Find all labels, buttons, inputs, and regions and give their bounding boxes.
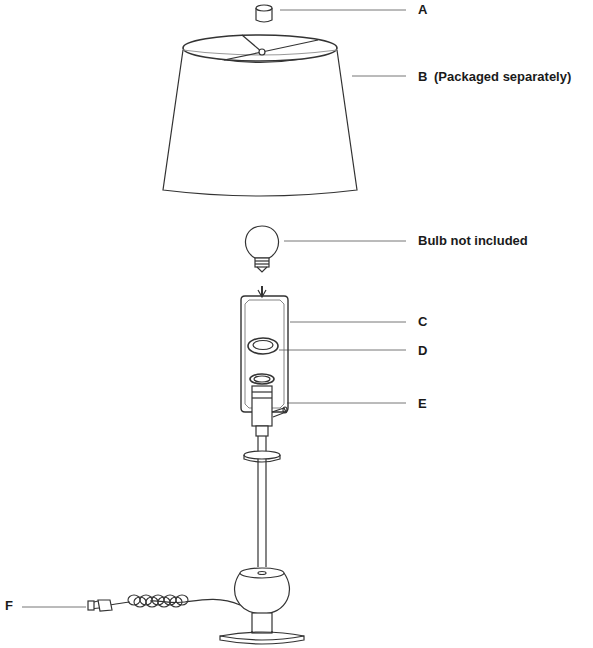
lampshade: [163, 35, 357, 196]
part-label: (Packaged separately): [434, 69, 571, 85]
part-label: B: [418, 69, 427, 85]
leader-lines: [22, 10, 406, 607]
cord-coil: [176, 595, 188, 605]
washer: [250, 374, 274, 384]
part-label: D: [418, 343, 427, 359]
lamp-stem: [244, 436, 280, 567]
part-label: E: [418, 396, 427, 412]
power-cord: [88, 595, 240, 611]
finial: [256, 5, 272, 22]
light-bulb: [245, 226, 278, 272]
part-label: Bulb not included: [418, 233, 528, 249]
part-label: A: [418, 2, 427, 18]
lamp-base: [220, 568, 304, 644]
harp-ring: [248, 338, 278, 354]
part-label: C: [418, 314, 427, 330]
part-label: F: [5, 598, 13, 614]
lamp-socket: [252, 386, 287, 436]
